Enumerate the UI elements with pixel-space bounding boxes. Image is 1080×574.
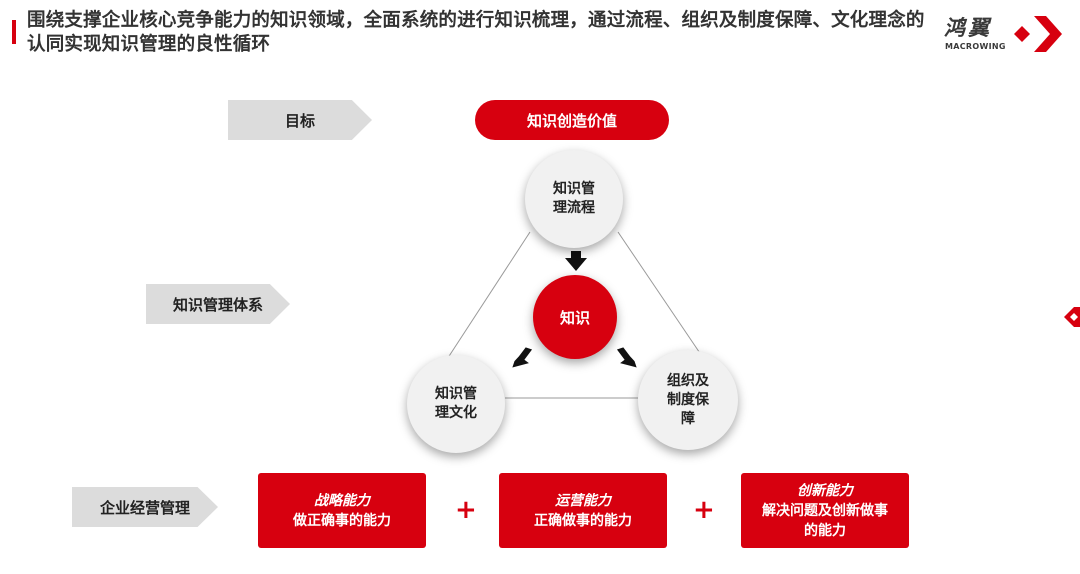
node-culture: 知识管 理文化 — [407, 355, 505, 453]
arrow-up-right-icon — [512, 347, 533, 368]
logo-name-en: MACROWING — [945, 42, 1006, 51]
capability-innovation: 创新能力 解决问题及创新做事 的能力 — [741, 473, 909, 548]
logo-chevron-icon — [1014, 16, 1062, 52]
capability-strategy: 战略能力 做正确事的能力 — [258, 473, 426, 548]
capability-desc-line2: 的能力 — [804, 522, 846, 539]
capability-title: 创新能力 — [797, 482, 853, 499]
edge-brand-mark-icon — [1064, 307, 1080, 327]
goal-pill: 知识创造价值 — [475, 100, 669, 140]
label-goal: 目标 — [228, 100, 372, 140]
label-knowledge-system: 知识管理体系 — [146, 284, 290, 324]
page-headline: 围绕支撑企业核心竞争能力的知识领域，全面系统的进行知识梳理，通过流程、组织及制度… — [27, 10, 925, 55]
plus-icon-2: + — [693, 495, 715, 525]
node-org-line1: 组织及 — [667, 372, 709, 389]
arrow-down-icon — [565, 251, 587, 271]
node-culture-line2: 理文化 — [435, 405, 477, 421]
capability-title: 战略能力 — [314, 492, 370, 509]
plus-icon-1: + — [455, 495, 477, 525]
capability-desc: 做正确事的能力 — [293, 512, 391, 529]
capability-desc: 正确做事的能力 — [534, 512, 632, 529]
label-business-management: 企业经营管理 — [72, 487, 218, 527]
capability-operation: 运营能力 正确做事的能力 — [499, 473, 667, 548]
capability-title: 运营能力 — [555, 492, 611, 509]
arrow-up-left-icon — [616, 347, 637, 368]
node-org-line3: 障 — [681, 410, 695, 427]
brand-logo: 鸿翼 MACROWING — [944, 12, 1068, 56]
node-process-line2: 理流程 — [553, 200, 595, 216]
node-culture-line1: 知识管 — [435, 386, 477, 402]
node-org-line2: 制度保 — [667, 391, 709, 408]
edge-process-org — [617, 231, 711, 369]
center-knowledge: 知识 — [533, 275, 617, 359]
logo-name-cn: 鸿翼 — [944, 16, 992, 40]
capability-desc: 解决问题及创新做事 — [762, 502, 888, 519]
title-accent-bar — [12, 20, 16, 44]
node-process-line1: 知识管 — [553, 181, 595, 197]
node-process: 知识管 理流程 — [525, 150, 623, 248]
edge-process-culture — [439, 231, 531, 371]
node-organization: 组织及 制度保 障 — [638, 350, 738, 450]
